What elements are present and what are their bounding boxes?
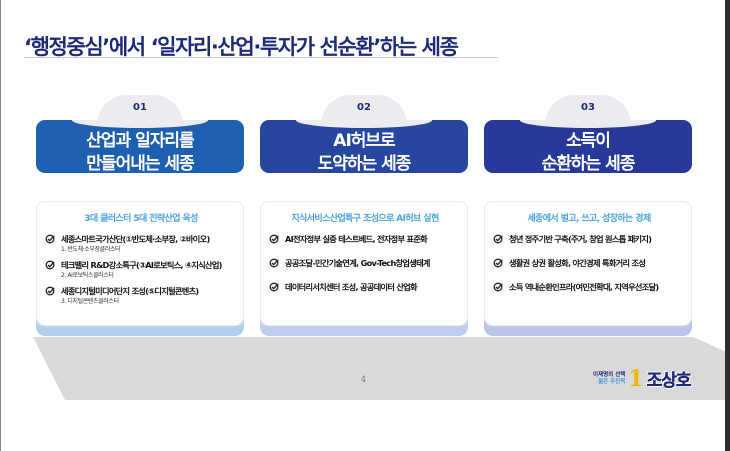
logo-number-one: 1 [628, 365, 644, 392]
item-text: 세종디지털미디어단지 조성(⑤디지털콘텐츠) [61, 286, 199, 296]
page-title: ‘행정중심’에서 ‘일자리·산업·투자가 선순환’하는 세종 [24, 35, 459, 59]
check-circle-icon [269, 234, 279, 244]
item-subtext: 2. AI로보틱스클러스터 [61, 272, 114, 279]
card-heading-line2: 순환하는 세종 [541, 154, 636, 174]
check-circle-icon [45, 286, 55, 296]
card-body: 지식서비스산업특구 조성으로 AI허브 실현 AI전자정부 실증 테스트베드, … [260, 201, 468, 326]
list-item: AI전자정부 실증 테스트베드, 전자정부 표준화 [269, 233, 467, 245]
check-circle-icon [269, 282, 279, 292]
item-text: 테크밸리 R&D강소특구(③AI로보틱스, ④지식산업) [61, 260, 222, 270]
item-subtext: 1. 반도체·소부장클러스터 [61, 246, 121, 253]
check-circle-icon [493, 234, 503, 244]
card-subtitle: 세종에서 벌고, 쓰고, 성장하는 경제 [527, 214, 651, 224]
list-item: 공공조달-민간기술연계, Gov-Tech창업생태계 [269, 257, 467, 269]
list-item: 세종디지털미디어단지 조성(⑤디지털콘텐츠) [45, 285, 243, 297]
card-heading: 소득이 순환하는 세종 [484, 120, 692, 174]
item-text: 데이터리서치센터 조성, 공공데이터 산업화 [285, 282, 418, 292]
card-heading-line2: 만들어내는 세종 [86, 154, 194, 174]
card-subtitle: 3대 클러스터 5대 전략산업 육성 [84, 214, 198, 224]
candidate-logo: 이재명의 선택 젊은 추진력 1 조상호 [593, 365, 692, 392]
logo-tagline: 이재명의 선택 젊은 추진력 [593, 372, 625, 386]
list-item: 데이터리서치센터 조성, 공공데이터 산업화 [269, 281, 467, 293]
window-frame-right [725, 0, 730, 451]
list-item: 생활권 상권 활성화, 야간경제 특화거리 조성 [493, 257, 691, 269]
window-frame-left [0, 0, 1, 451]
check-circle-icon [493, 282, 503, 292]
item-text: 세종스마트국가산단(①반도체·소부장, ②바이오) [61, 234, 210, 244]
list-item: 소득 역내순환인프라(여민전확대, 지역우선조달) [493, 281, 691, 293]
page-number: 4 [361, 375, 367, 384]
item-text: 청년 정주기반 구축(주거, 창업 원스톱 패키지) [509, 234, 652, 244]
base-shelf [33, 337, 725, 400]
item-subtext: 3. 디지털콘텐츠클러스터 [61, 298, 119, 305]
check-circle-icon [269, 258, 279, 268]
item-text: AI전자정부 실증 테스트베드, 전자정부 표준화 [285, 234, 428, 244]
item-text: 공공조달-민간기술연계, Gov-Tech창업생태계 [285, 258, 430, 268]
check-circle-icon [45, 234, 55, 244]
list-item: 세종스마트국가산단(①반도체·소부장, ②바이오) [45, 233, 243, 245]
card-heading-line1: 산업과 일자리를 [86, 131, 194, 151]
logo-tagline-line1: 이재명의 선택 [593, 371, 626, 378]
list-item: 테크밸리 R&D강소특구(③AI로보틱스, ④지식산업) [45, 259, 243, 271]
card-heading-line2: 도약하는 세종 [317, 154, 412, 174]
check-circle-icon [493, 258, 503, 268]
item-text: 생활권 상권 활성화, 야간경제 특화거리 조성 [509, 258, 646, 268]
logo-name: 조상호 [646, 371, 691, 391]
logo-tagline-line2: 젊은 추진력 [598, 378, 626, 385]
card-subtitle: 지식서비스산업특구 조성으로 AI허브 실현 [291, 214, 439, 224]
card-heading-line1: AI허브로 [333, 131, 395, 151]
item-text: 소득 역내순환인프라(여민전확대, 지역우선조달) [509, 282, 659, 292]
card-heading: 산업과 일자리를 만들어내는 세종 [36, 120, 244, 174]
card-body: 세종에서 벌고, 쓰고, 성장하는 경제 청년 정주기반 구축(주거, 창업 원… [484, 201, 692, 326]
card-body: 3대 클러스터 5대 전략산업 육성 세종스마트국가산단(①반도체·소부장, ②… [36, 201, 244, 326]
card-heading: AI허브로 도약하는 세종 [260, 120, 468, 174]
check-circle-icon [45, 260, 55, 270]
title-divider [24, 57, 498, 58]
card-heading-line1: 소득이 [566, 131, 611, 151]
list-item: 청년 정주기반 구축(주거, 창업 원스톱 패키지) [493, 233, 691, 245]
